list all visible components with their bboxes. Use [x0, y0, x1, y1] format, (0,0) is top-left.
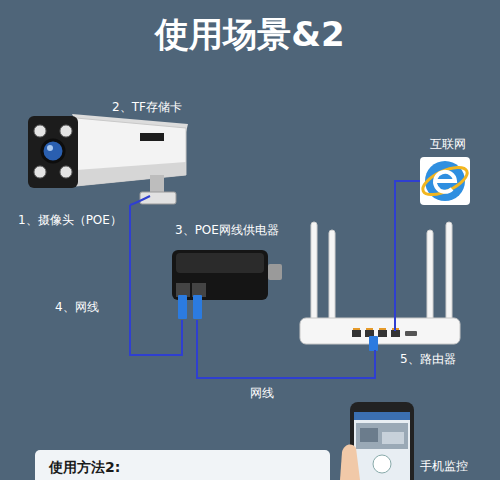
router-drawing-part: [446, 222, 452, 322]
poe-injector-drawing-part: [176, 283, 190, 297]
router-node: 5、路由器: [302, 222, 462, 350]
router-drawing-part: [353, 328, 360, 330]
callout-label: 2、TF存储卡: [112, 99, 182, 115]
title: 使用场景&2: [0, 12, 500, 56]
camera-drawing-part: [28, 116, 78, 188]
cable-line: [395, 181, 420, 222]
device-label: 互联网: [430, 136, 466, 152]
router-drawing-part: [311, 222, 317, 322]
cable-label: 网线: [250, 385, 274, 401]
router-drawing-part: [427, 230, 433, 322]
poe-injector-drawing-part: [178, 295, 187, 319]
router-drawing-part: [378, 330, 387, 337]
camera-drawing-part: [60, 125, 72, 137]
router-drawing-part: [300, 318, 460, 344]
camera-drawing-part: [34, 125, 46, 137]
phone-drawing-part: [356, 423, 408, 449]
router-drawing-part: [329, 230, 335, 322]
device-label: 1、摄像头（POE）: [18, 212, 122, 228]
phone-node: 手机监控: [348, 400, 416, 478]
cable-line: [130, 205, 182, 355]
camera-drawing-part: [140, 133, 164, 141]
camera-drawing-part: [76, 162, 186, 186]
panel-heading: 使用方法2:: [49, 458, 120, 476]
camera-node: 1、摄像头（POE）: [25, 112, 190, 205]
phone-drawing-part: [340, 445, 360, 480]
cable-line: [197, 320, 375, 378]
camera-drawing-part: [47, 145, 53, 151]
router-drawing-part: [369, 336, 378, 351]
internet-icon-part: [419, 162, 471, 200]
device-label: 3、POE网线供电器: [175, 222, 279, 238]
router-drawing-part: [391, 330, 400, 337]
router-drawing-part: [394, 222, 396, 331]
router-drawing-part: [405, 331, 417, 336]
router-drawing-part: [379, 328, 386, 330]
poe-injector-drawing-part: [192, 283, 206, 297]
camera-drawing-part: [42, 140, 64, 162]
router-drawing-part: [365, 330, 374, 337]
phone-drawing-part: [354, 412, 410, 420]
camera-drawing-part: [130, 196, 150, 205]
poe-injector-drawing: [172, 250, 282, 319]
device-label: 手机监控: [420, 458, 468, 474]
phone-drawing-part: [373, 455, 391, 473]
camera-drawing-part: [76, 118, 186, 186]
internet-node: 互联网: [420, 157, 470, 205]
poe-injector-drawing-part: [193, 295, 202, 319]
device-label: 5、路由器: [400, 351, 456, 367]
phone-drawing-part: [354, 412, 410, 480]
poe-injector-drawing-part: [268, 264, 282, 280]
router-drawing-part: [366, 328, 373, 330]
phone-drawing-part: [382, 432, 404, 444]
router-drawing-part: [352, 330, 361, 337]
phone-drawing-part: [350, 402, 414, 480]
camera-drawing-part: [60, 166, 72, 178]
camera-drawing-part: [34, 166, 46, 178]
internet-icon-part: [420, 157, 470, 205]
cable-label: 4、网线: [55, 299, 99, 315]
router-drawing: [300, 222, 460, 351]
poe-injector-drawing-part: [172, 250, 268, 300]
internet-icon-part: [435, 172, 455, 192]
phone-drawing: [340, 402, 414, 480]
phone-drawing-part: [360, 428, 378, 442]
instruction-panel: 使用方法2:: [35, 450, 330, 480]
camera-drawing: [28, 114, 188, 205]
poe-injector-drawing-part: [176, 253, 264, 273]
poe-injector-node: 3、POE网线供电器: [170, 246, 270, 320]
internet-icon: [419, 157, 471, 205]
